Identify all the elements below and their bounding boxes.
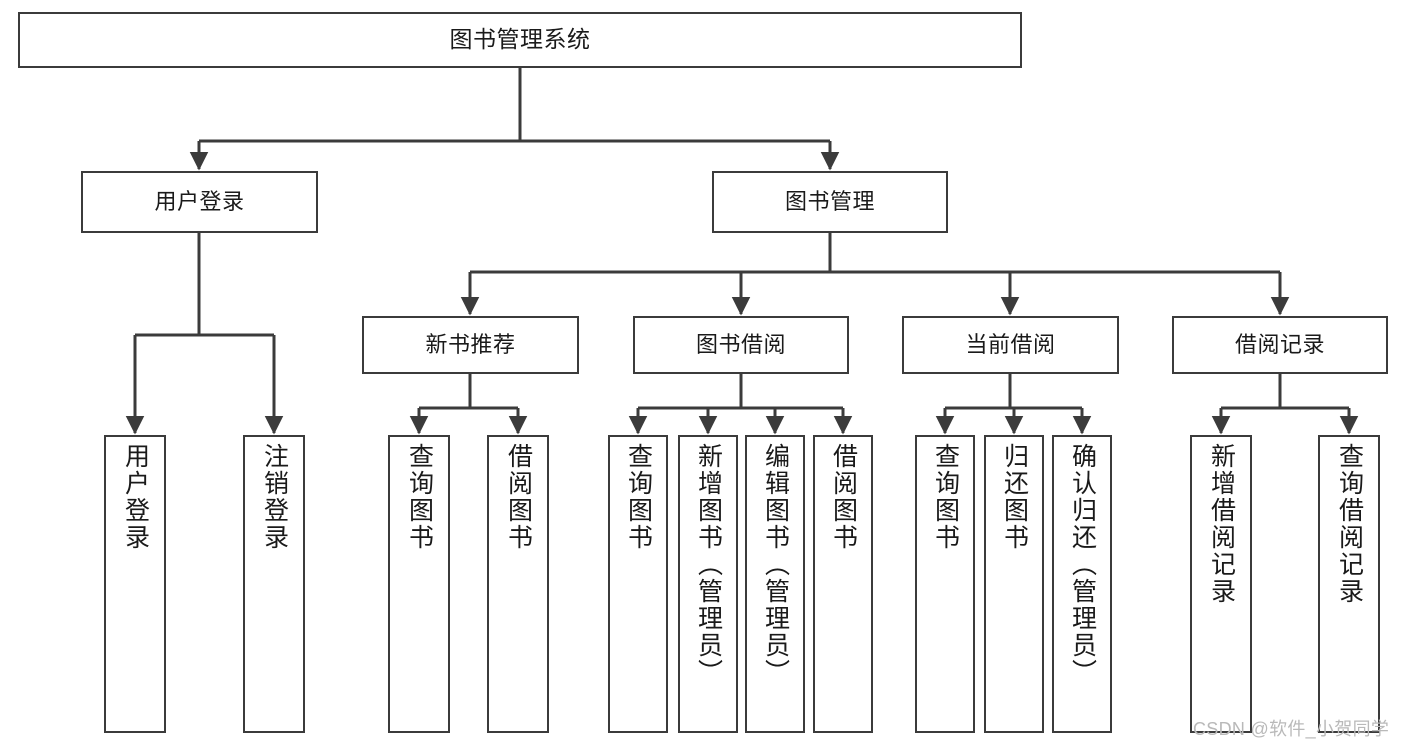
node-leaf-return-book[interactable]: 归还图书: [984, 435, 1044, 733]
node-label: 图书借阅: [695, 332, 786, 358]
node-label: 新增借阅记录: [1207, 443, 1236, 605]
node-label: 图书管理系统: [449, 26, 591, 53]
node-new-book-recommendation[interactable]: 新书推荐: [362, 316, 579, 374]
node-leaf-borrow-book[interactable]: 借阅图书: [813, 435, 873, 733]
node-leaf-edit-book-admin[interactable]: 编辑图书（管理员）: [745, 435, 805, 733]
node-book-management[interactable]: 图书管理: [712, 171, 948, 233]
node-leaf-query-books-borrowing[interactable]: 查询图书: [608, 435, 668, 733]
node-label: 新增图书（管理员）: [694, 443, 723, 686]
node-leaf-add-book-admin[interactable]: 新增图书（管理员）: [678, 435, 738, 733]
node-leaf-add-borrow-record[interactable]: 新增借阅记录: [1190, 435, 1252, 733]
node-label: 确认归还（管理员）: [1068, 443, 1097, 686]
node-leaf-borrow-books-recommend[interactable]: 借阅图书: [487, 435, 549, 733]
node-leaf-query-books-recommend[interactable]: 查询图书: [388, 435, 450, 733]
node-label: 编辑图书（管理员）: [761, 443, 790, 686]
node-leaf-query-books-current[interactable]: 查询图书: [915, 435, 975, 733]
node-label: 用户登录: [121, 443, 150, 551]
node-label: 查询借阅记录: [1335, 443, 1364, 605]
node-label: 借阅记录: [1234, 332, 1325, 358]
node-root-book-management-system[interactable]: 图书管理系统: [18, 12, 1022, 68]
node-label: 新书推荐: [425, 332, 516, 358]
node-label: 查询图书: [405, 443, 434, 551]
node-label: 借阅图书: [829, 443, 858, 551]
node-label: 归还图书: [1000, 443, 1029, 551]
node-label: 用户登录: [154, 189, 245, 215]
node-label: 查询图书: [624, 443, 653, 551]
node-leaf-user-login[interactable]: 用户登录: [104, 435, 166, 733]
node-label: 查询图书: [931, 443, 960, 551]
node-label: 借阅图书: [504, 443, 533, 551]
node-current-borrowing[interactable]: 当前借阅: [902, 316, 1119, 374]
node-borrow-records[interactable]: 借阅记录: [1172, 316, 1388, 374]
csdn-watermark: CSDN @软件_小贺同学: [1193, 719, 1390, 739]
node-book-borrowing[interactable]: 图书借阅: [633, 316, 849, 374]
node-user-login[interactable]: 用户登录: [81, 171, 318, 233]
node-label: 图书管理: [784, 189, 875, 215]
node-label: 注销登录: [260, 443, 289, 551]
node-leaf-confirm-return-admin[interactable]: 确认归还（管理员）: [1052, 435, 1112, 733]
node-leaf-logout[interactable]: 注销登录: [243, 435, 305, 733]
node-leaf-query-borrow-record[interactable]: 查询借阅记录: [1318, 435, 1380, 733]
node-label: 当前借阅: [965, 332, 1056, 358]
